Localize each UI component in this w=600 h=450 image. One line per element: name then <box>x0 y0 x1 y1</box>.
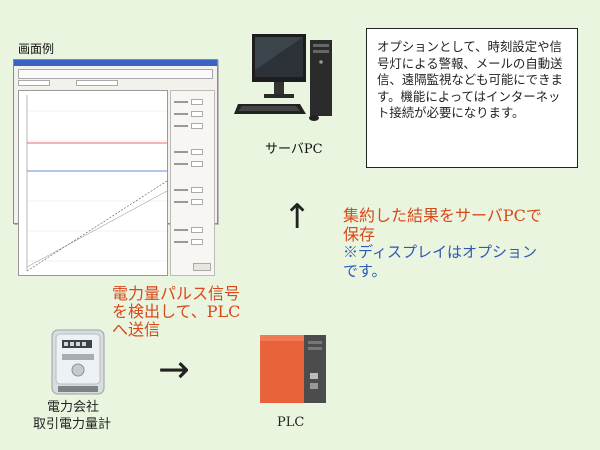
example-side-panel <box>170 90 215 276</box>
plc-unit-icon <box>260 335 326 403</box>
meter-label-line1: 電力会社 <box>47 400 100 415</box>
desktop-computer-icon <box>234 34 332 121</box>
example-titlebar <box>14 60 217 66</box>
pulse-line2: を検出して、PLC <box>112 302 241 321</box>
collect-display-note: ※ディスプレイはオプション です。 <box>343 243 573 281</box>
collect-title-line2: 保存 <box>343 225 376 244</box>
example-header <box>18 80 213 87</box>
collect-title: 集約した結果をサーバPCで 保存 <box>343 206 573 244</box>
pulse-line1: 電力量パルス信号 <box>112 284 241 303</box>
example-toolbar <box>18 69 213 79</box>
collect-note-line2: です。 <box>343 262 387 280</box>
example-demand-plot <box>18 90 168 276</box>
collect-note-line1: ※ディスプレイはオプション <box>343 243 537 261</box>
screen-example-label: 画面例 <box>18 42 55 56</box>
pulse-signal-text: 電力量パルス信号 を検出して、PLC へ送信 <box>112 285 272 339</box>
up-arrow-icon: ↑ <box>283 197 312 237</box>
electric-meter-icon <box>51 329 105 395</box>
plc-label: PLC <box>277 415 305 430</box>
server-pc-label: サーバPC <box>265 142 323 157</box>
options-note-text: オプションとして、時刻設定や信号灯による警報、メールの自動送信、遠隔監視なども可… <box>377 39 563 121</box>
collect-title-line1: 集約した結果をサーバPCで <box>343 206 542 225</box>
pulse-line3: へ送信 <box>112 320 161 339</box>
options-note-box: オプションとして、時刻設定や信号灯による警報、メールの自動送信、遠隔監視なども可… <box>366 28 578 168</box>
meter-label-line2: 取引電力量計 <box>33 417 112 432</box>
screen-example-image <box>13 59 218 276</box>
right-arrow-icon: → <box>158 347 190 391</box>
